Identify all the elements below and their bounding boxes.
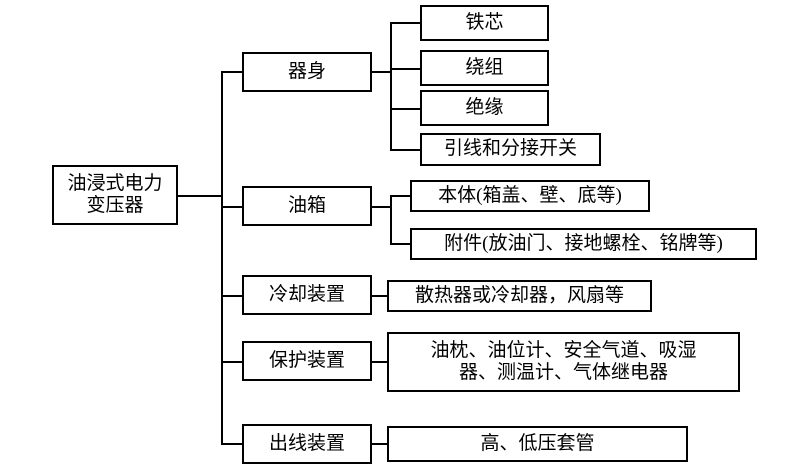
connector-trunk-to-outgoing bbox=[221, 443, 244, 445]
connector-tank-to-main bbox=[390, 195, 412, 197]
node-protection: 保护装置 bbox=[242, 341, 372, 381]
connector-body-to-winding bbox=[390, 68, 422, 70]
connector-outgoing-stem bbox=[372, 443, 390, 445]
connector-cooling-stem bbox=[372, 295, 390, 297]
node-body-label: 器身 bbox=[287, 60, 326, 82]
connector-body-to-core bbox=[390, 22, 422, 24]
node-cooling: 冷却装置 bbox=[242, 275, 372, 315]
connector-body-stem bbox=[372, 71, 392, 73]
node-tank-accessories: 附件(放油门、接地螺栓、铭牌等) bbox=[410, 228, 757, 260]
node-tank: 油箱 bbox=[242, 186, 372, 226]
connector-trunk-to-tank bbox=[221, 206, 244, 208]
node-winding-label: 绕组 bbox=[465, 56, 504, 78]
connector-body-to-insulation bbox=[390, 108, 422, 110]
connector-main-trunk bbox=[221, 72, 223, 444]
node-outgoing-bushings: 高、低压套管 bbox=[387, 426, 688, 462]
node-tank-label: 油箱 bbox=[287, 194, 326, 216]
node-root: 油浸式电力 变压器 bbox=[52, 165, 178, 225]
connector-tank-trunk bbox=[390, 195, 392, 245]
connector-body-trunk bbox=[390, 22, 392, 150]
connector-trunk-to-protection bbox=[221, 361, 244, 363]
node-outgoing: 出线装置 bbox=[242, 424, 372, 464]
node-tank-main-label: 本体(箱盖、壁、底等) bbox=[438, 184, 622, 206]
node-leads-tapswitch: 引线和分接开关 bbox=[420, 133, 601, 166]
connector-tank-to-accessories bbox=[390, 243, 412, 245]
node-cooling-label: 冷却装置 bbox=[268, 283, 345, 305]
node-tank-accessories-label: 附件(放油门、接地螺栓、铭牌等) bbox=[444, 232, 723, 254]
node-body: 器身 bbox=[242, 52, 372, 92]
node-cooling-items: 散热器或冷却器，风扇等 bbox=[387, 280, 652, 312]
connector-tank-stem bbox=[372, 206, 392, 208]
connector-trunk-to-body bbox=[221, 71, 244, 73]
node-insulation: 绝缘 bbox=[420, 90, 549, 126]
node-winding: 绕组 bbox=[420, 50, 549, 86]
node-core-label: 铁芯 bbox=[465, 11, 504, 33]
connector-trunk-to-cooling bbox=[221, 295, 244, 297]
node-insulation-label: 绝缘 bbox=[465, 96, 504, 118]
node-core: 铁芯 bbox=[420, 5, 549, 41]
node-protection-items-label: 油枕、油位计、安全气道、吸湿 器、测温计、气体继电器 bbox=[430, 339, 697, 383]
connector-root-stem bbox=[178, 195, 223, 197]
node-root-label: 油浸式电力 变压器 bbox=[67, 172, 163, 216]
node-protection-items: 油枕、油位计、安全气道、吸湿 器、测温计、气体继电器 bbox=[387, 332, 740, 392]
node-outgoing-bushings-label: 高、低压套管 bbox=[480, 432, 595, 454]
connector-protection-stem bbox=[372, 361, 390, 363]
node-tank-main: 本体(箱盖、壁、底等) bbox=[410, 180, 650, 212]
node-leads-tapswitch-label: 引线和分接开关 bbox=[443, 138, 577, 160]
node-outgoing-label: 出线装置 bbox=[268, 432, 345, 454]
connector-body-to-leads bbox=[390, 149, 422, 151]
node-protection-label: 保护装置 bbox=[268, 349, 345, 371]
node-cooling-items-label: 散热器或冷却器，风扇等 bbox=[414, 284, 624, 306]
